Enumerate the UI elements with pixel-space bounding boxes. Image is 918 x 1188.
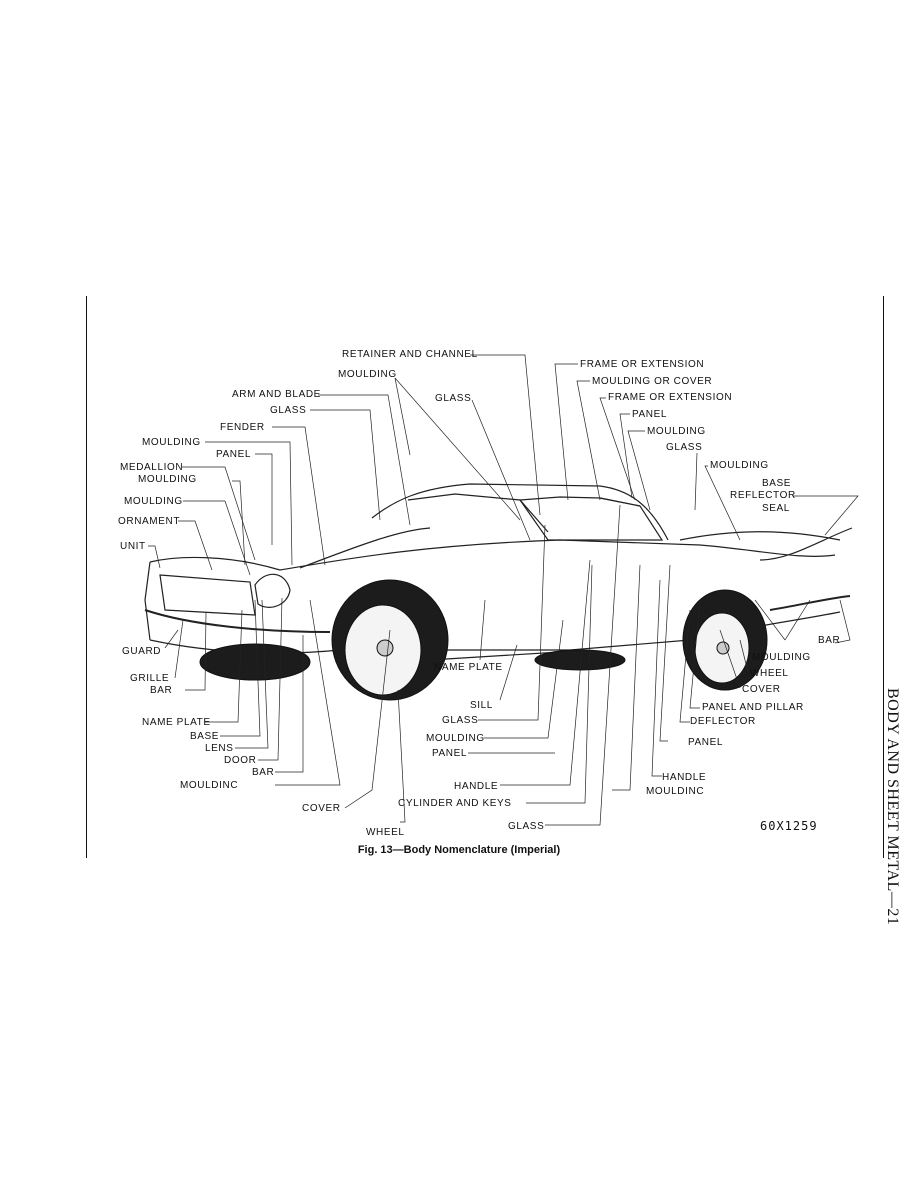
label-base-front: BASE: [190, 731, 220, 742]
label-cylinder-and-keys: CYLINDER AND KEYS: [398, 798, 512, 809]
label-bar-front: BAR: [150, 685, 173, 696]
label-base-lamp: BASE: [762, 478, 792, 489]
rear-window: [599, 497, 641, 507]
label-fender: FENDER: [220, 422, 265, 433]
label-name-plate-side: NAME PLATE: [434, 662, 503, 673]
label-glass-door: GLASS: [442, 715, 479, 726]
label-medallion: MEDALLION: [120, 462, 184, 473]
label-moulding-or-cover: MOULDING OR COVER: [592, 376, 713, 387]
label-panel-roof: PANEL: [632, 409, 668, 420]
label-sill: SILL: [470, 700, 493, 711]
label-moulding-deck: MOULDING: [710, 460, 769, 471]
left-margin-rule: [86, 296, 87, 858]
tail-fin: [759, 527, 853, 561]
label-moulding-lower: MOULDINC: [180, 780, 239, 791]
label-glass-vent: GLASS: [435, 393, 472, 404]
section-header: BODY AND SHEET METAL—21: [884, 688, 913, 978]
beltline: [279, 539, 836, 571]
label-unit: UNIT: [120, 541, 146, 552]
section-header-text: BODY AND SHEET METAL—21: [884, 688, 901, 926]
roof-outline: [371, 483, 669, 541]
label-glass-windshield: GLASS: [270, 405, 307, 416]
label-cover-front: COVER: [302, 803, 341, 814]
label-moulding-hood: MOULDING: [142, 437, 201, 448]
label-deflector: DEFLECTOR: [690, 716, 756, 727]
grille-box: [159, 574, 256, 616]
sill-shadow: [534, 649, 626, 671]
label-handle-rear: HANDLE: [662, 772, 707, 783]
front-bumper: [144, 609, 331, 633]
label-panel-and-pillar: PANEL AND PILLAR: [702, 702, 804, 713]
front-fascia: [144, 561, 151, 641]
label-panel-quarter: PANEL: [688, 737, 724, 748]
leader-lines: [148, 354, 859, 826]
upper-body: [149, 556, 281, 571]
label-moulding-front: MOULDING: [124, 496, 183, 507]
front-hub: [376, 639, 394, 657]
label-wheel-rear: WHEEL: [750, 668, 789, 679]
label-arm-and-blade: ARM AND BLADE: [232, 389, 321, 400]
label-name-plate-front: NAME PLATE: [142, 717, 211, 728]
figure-caption: Fig. 13—Body Nomenclature (Imperial): [357, 844, 561, 856]
label-door: DOOR: [224, 755, 257, 766]
windshield-frame: [407, 493, 549, 533]
rocker: [429, 651, 561, 661]
label-frame-or-extension-1: FRAME OR EXTENSION: [580, 359, 705, 370]
label-frame-or-extension-2: FRAME OR EXTENSION: [608, 392, 733, 403]
label-moulding-roof: MOULDING: [647, 426, 706, 437]
label-glass-rear: GLASS: [666, 442, 703, 453]
label-moulding-medallion: MOULDING: [138, 474, 197, 485]
label-grille: GRILLE: [130, 673, 170, 684]
label-panel-door: PANEL: [432, 748, 468, 759]
front-shadow: [199, 643, 311, 681]
rear-bumper: [769, 595, 851, 611]
label-moulding-top: MOULDING: [338, 369, 397, 380]
label-panel-cowl: PANEL: [216, 449, 252, 460]
figure-code: 60X1259: [760, 819, 818, 833]
deck-line: [679, 531, 841, 541]
label-retainer-and-channel: RETAINER AND CHANNEL: [342, 349, 478, 360]
label-moulding-rear: MOULDING: [752, 652, 811, 663]
hood-line: [299, 527, 431, 569]
wheels: [199, 579, 768, 701]
headlamp-pod: [254, 573, 291, 608]
label-bar-rear: BAR: [818, 635, 841, 646]
label-moulding-door: MOULDING: [426, 733, 485, 744]
label-cover-rear: COVER: [742, 684, 781, 695]
label-moulding-rear-lower: MOULDINC: [646, 786, 705, 797]
label-bar-bumper: BAR: [252, 767, 275, 778]
label-glass-rear-bottom: GLASS: [508, 821, 545, 832]
label-lens: LENS: [205, 743, 234, 754]
rear-hub: [716, 641, 730, 655]
right-margin-rule: [883, 296, 884, 858]
label-reflector: REFLECTOR: [730, 490, 796, 501]
label-guard: GUARD: [122, 646, 162, 657]
label-handle-front: HANDLE: [454, 781, 499, 792]
label-wheel-front: WHEEL: [366, 827, 405, 838]
label-ornament: ORNAMENT: [118, 516, 181, 527]
label-seal: SEAL: [762, 503, 790, 514]
